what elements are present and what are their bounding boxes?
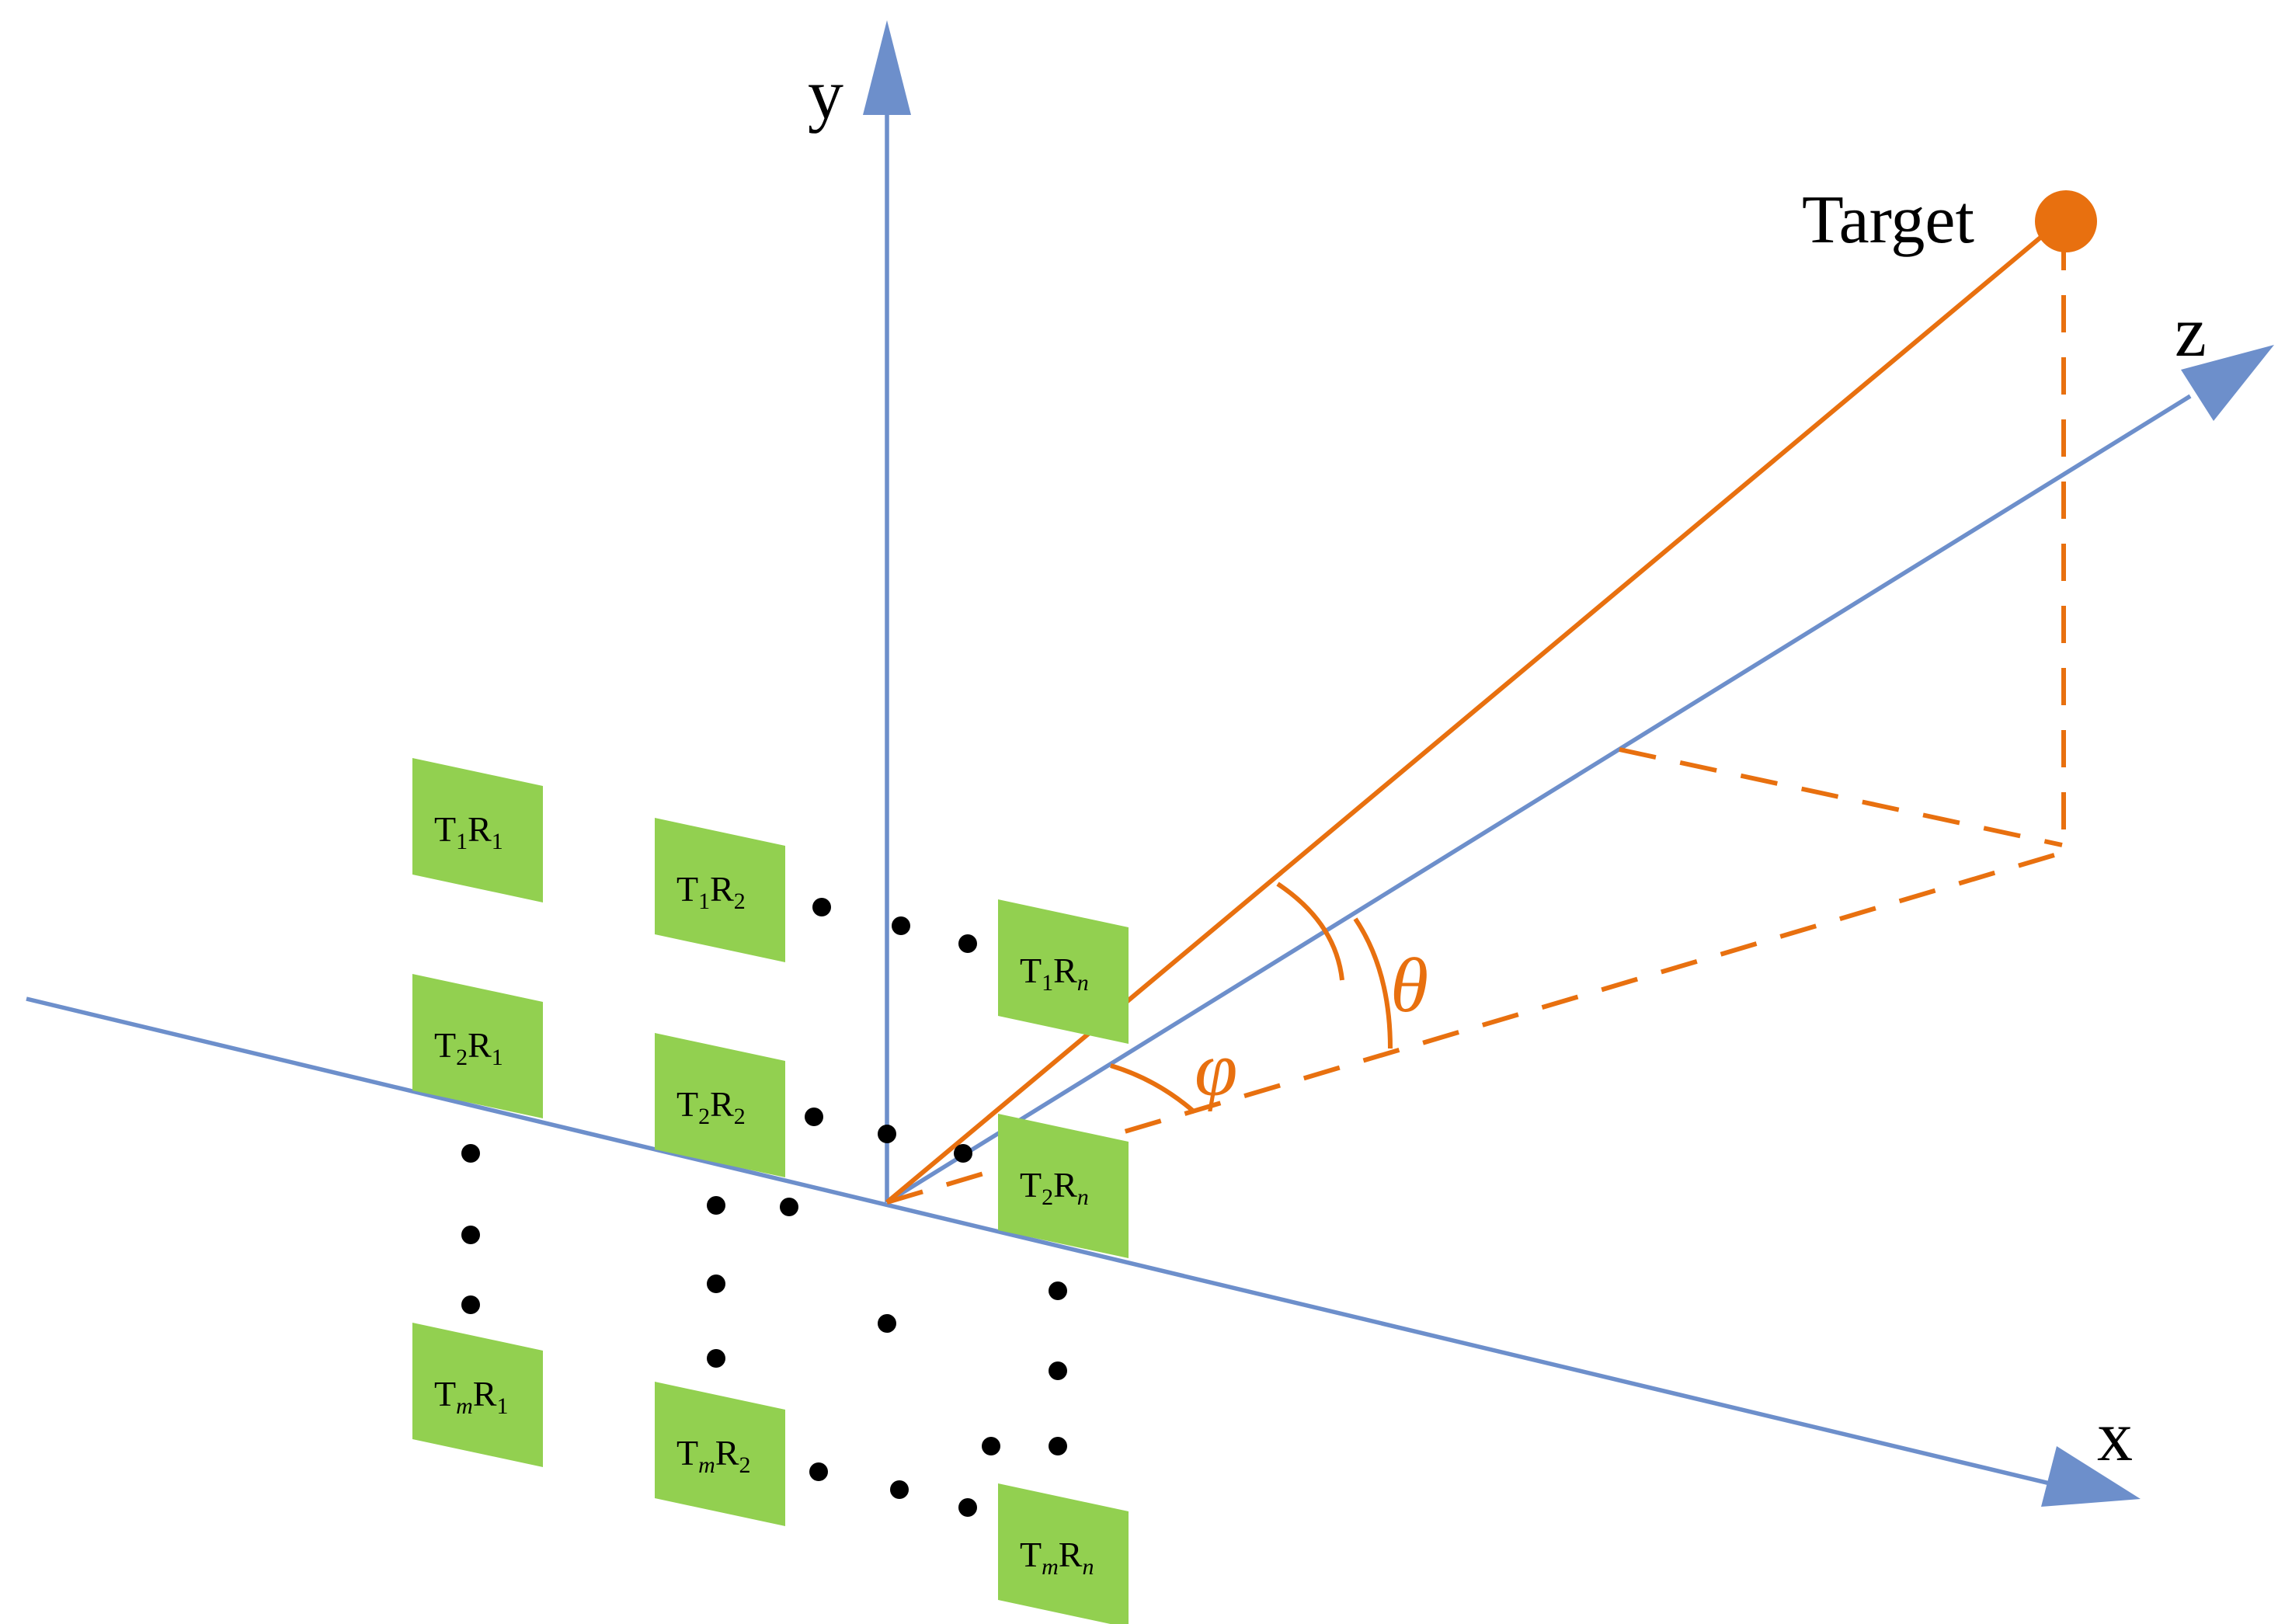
antenna-panel-tm-rn: TmRn bbox=[998, 1483, 1129, 1624]
ellipsis-dot bbox=[812, 898, 831, 916]
panel-label: TmRn bbox=[1020, 1535, 1094, 1580]
panel-shape bbox=[412, 1323, 543, 1467]
y-axis-label: y bbox=[808, 54, 843, 134]
panel-shape bbox=[998, 1114, 1129, 1258]
ellipsis-dot bbox=[461, 1295, 480, 1314]
ellipsis-dot bbox=[982, 1437, 1000, 1455]
ellipsis-dot bbox=[878, 1314, 896, 1333]
ellipsis-dot bbox=[958, 1498, 977, 1517]
panel-label: TmR2 bbox=[676, 1433, 750, 1478]
panel-label: T2R1 bbox=[434, 1025, 503, 1070]
antenna-panel-t2-r2: T2R2 bbox=[655, 1033, 785, 1177]
ellipsis-dot bbox=[461, 1144, 480, 1163]
ellipsis-dot bbox=[707, 1275, 725, 1293]
antenna-panel-t1-rn: T1Rn bbox=[998, 899, 1129, 1044]
panel-shape bbox=[655, 1033, 785, 1177]
panel-label: TmR1 bbox=[434, 1374, 508, 1419]
ellipsis-dots bbox=[461, 898, 1067, 1517]
ellipsis-dot bbox=[805, 1108, 823, 1126]
panel-label: T1Rn bbox=[1020, 951, 1089, 996]
ellipsis-dot bbox=[878, 1125, 896, 1143]
panel-shape bbox=[412, 758, 543, 902]
z-axis: z bbox=[885, 292, 2274, 1205]
panel-shape bbox=[998, 1483, 1129, 1624]
panel-label: T2R2 bbox=[676, 1084, 746, 1129]
phi-label: φ bbox=[1195, 1026, 1237, 1112]
theta-arc bbox=[1276, 882, 1344, 981]
ellipsis-dot bbox=[892, 916, 910, 935]
panel-label: T2Rn bbox=[1020, 1165, 1089, 1210]
phi-arc bbox=[1110, 1063, 1196, 1115]
target-point bbox=[2035, 190, 2097, 252]
antenna-panel-t2-rn: T2Rn bbox=[998, 1114, 1129, 1258]
y-axis: y bbox=[808, 20, 911, 1202]
panel-label: T1R1 bbox=[434, 809, 503, 854]
ellipsis-dot bbox=[890, 1480, 909, 1499]
ellipsis-dot bbox=[461, 1226, 480, 1244]
antenna-panel-tm-r2: TmR2 bbox=[655, 1382, 785, 1526]
ellipsis-dot bbox=[1049, 1437, 1067, 1455]
angle-marks: φ θ bbox=[1110, 882, 1428, 1115]
antenna-panel-t1-r1: T1R1 bbox=[412, 758, 543, 902]
target-line bbox=[885, 219, 2061, 1205]
antenna-panel-t2-r1: T2R1 bbox=[412, 974, 543, 1118]
y-axis-arrowhead bbox=[863, 20, 911, 115]
ellipsis-dot bbox=[1049, 1361, 1067, 1380]
ellipsis-dot bbox=[809, 1462, 828, 1481]
panel-shape bbox=[655, 818, 785, 962]
ellipsis-dot bbox=[707, 1196, 725, 1215]
x-axis-label: x bbox=[2097, 1396, 2133, 1476]
x-axis-arrowhead bbox=[2041, 1446, 2141, 1507]
theta-arc-inner bbox=[1353, 917, 1393, 1049]
ellipsis-dot bbox=[707, 1349, 725, 1368]
antenna-panel-t1-r2: T1R2 bbox=[655, 818, 785, 962]
ellipsis-dot bbox=[1049, 1281, 1067, 1300]
ellipsis-dot bbox=[954, 1144, 972, 1163]
target-geometry: Target bbox=[885, 183, 2097, 1205]
antenna-panel-tm-r1: TmR1 bbox=[412, 1323, 543, 1467]
panel-shape bbox=[998, 899, 1129, 1044]
target-label: Target bbox=[1802, 183, 1974, 258]
theta-label: θ bbox=[1390, 942, 1428, 1028]
z-axis-label: z bbox=[2175, 292, 2207, 371]
panel-shape bbox=[655, 1382, 785, 1526]
x-axis: x bbox=[26, 996, 2141, 1507]
z-axis-arrowhead bbox=[2181, 345, 2274, 421]
ellipsis-dot bbox=[780, 1198, 798, 1216]
ellipsis-dot bbox=[958, 934, 977, 953]
panel-shape bbox=[412, 974, 543, 1118]
panel-label: T1R2 bbox=[676, 869, 746, 914]
z-projection-line bbox=[1619, 747, 2063, 847]
